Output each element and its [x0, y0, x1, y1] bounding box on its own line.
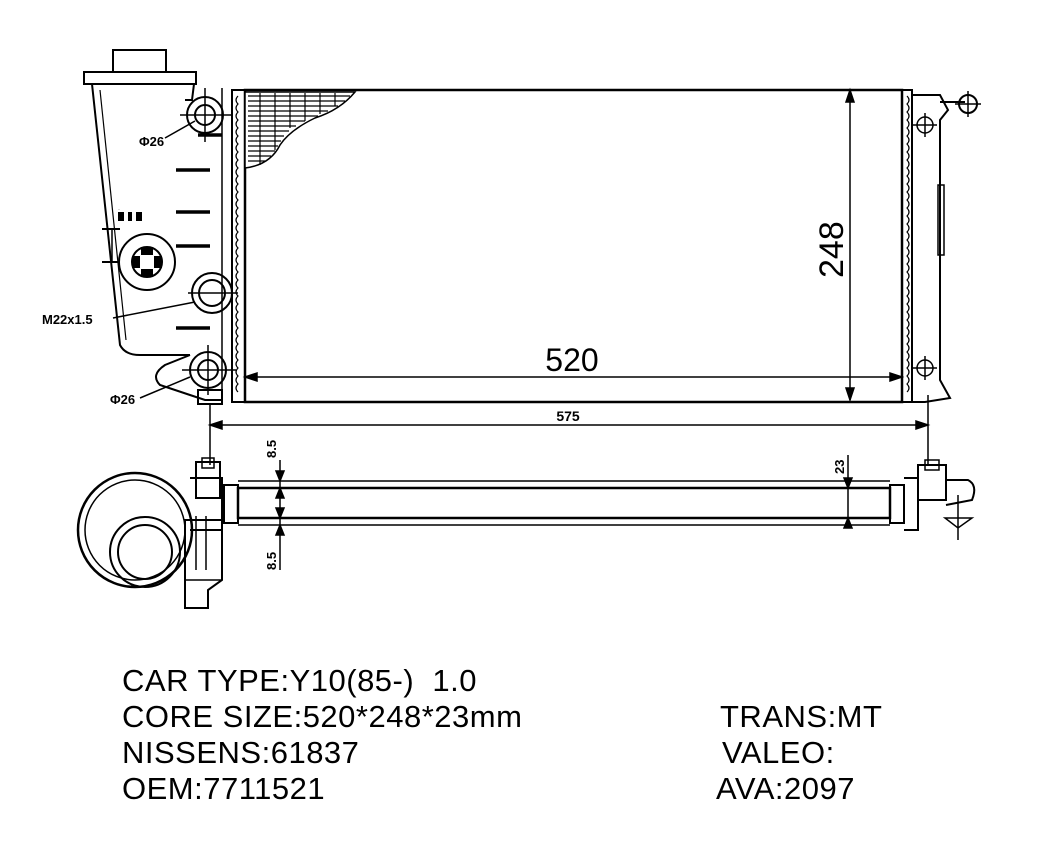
upper-outlet [180, 88, 232, 142]
leader-lines [112, 120, 196, 399]
tank-cap [118, 233, 176, 291]
dimension-core-height [844, 87, 856, 403]
tank-top [76, 471, 223, 609]
dimension-overall-width [207, 395, 931, 465]
mounting-pin-upper [913, 113, 937, 137]
top-view: 8.5 8.5 23 [76, 440, 976, 609]
spec-car-type: CAR TYPE:Y10(85-) 1.0 [122, 663, 478, 698]
core-depth-value: 23 [832, 460, 847, 474]
lower-pipe-label: Φ26 [110, 392, 135, 407]
core-top [236, 486, 892, 520]
upper-pipe-label: Φ26 [139, 134, 164, 149]
spec-ava: AVA:2097 [716, 771, 856, 806]
min-label: MIN [118, 209, 120, 211]
core-width-value: 520 [545, 342, 598, 378]
overall-width-value: 575 [556, 408, 580, 424]
offset-top-value: 8.5 [264, 440, 279, 458]
thread-label: M22x1.5 [42, 312, 93, 327]
thread-port [188, 272, 238, 314]
spec-valeo: VALEO: [722, 735, 835, 770]
lower-outlet [182, 345, 236, 405]
spec-oem: OEM:7711521 [122, 771, 326, 806]
right-tank [901, 89, 981, 403]
core-height-value: 248 [813, 221, 851, 278]
front-view: Φ26 MIN M22x1.5 Φ26 248 520 [42, 49, 981, 407]
left-tank [221, 88, 246, 403]
spec-trans: TRANS:MT [720, 699, 883, 734]
offset-bottom-value: 8.5 [264, 552, 279, 570]
spec-nissens: NISSENS:61837 [122, 735, 360, 770]
mounting-pin-lower [913, 356, 937, 380]
dimension-offsets [274, 455, 854, 570]
spec-core-size: CORE SIZE:520*248*23mm [122, 699, 523, 734]
dimension-core-width [242, 371, 905, 383]
expansion-tank [83, 49, 238, 405]
core-fins-detail [244, 91, 357, 169]
